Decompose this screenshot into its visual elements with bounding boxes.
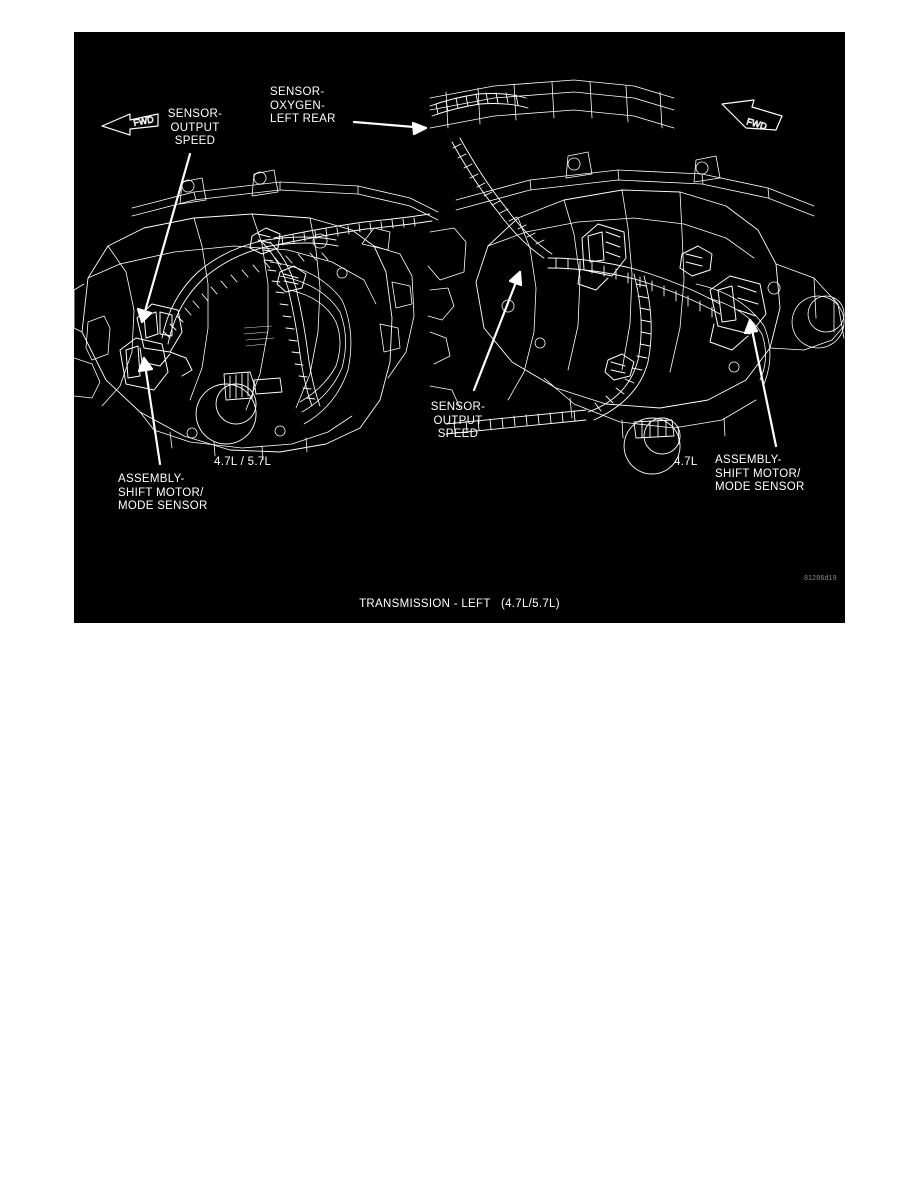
fwd-arrow-left-shape — [101, 113, 159, 136]
transmission-diagram-panel: FWD FWD SENSOR- OUTPUT SPEED SENSOR- OXY… — [74, 32, 845, 623]
fwd-arrow-left-text: FWD — [132, 114, 155, 129]
transmission-line-art: FWD FWD — [74, 79, 845, 475]
label-engine-displacement-right: 4.7L — [674, 456, 698, 468]
label-assembly-shift-motor-mode-sensor-left: ASSEMBLY- SHIFT MOTOR/ MODE SENSOR — [118, 473, 208, 512]
label-engine-displacement-left: 4.7L / 5.7L — [214, 456, 272, 468]
label-sensor-oxygen-left-rear: SENSOR- OXYGEN- LEFT REAR — [270, 86, 336, 125]
label-sensor-output-speed-right: SENSOR- OUTPUT SPEED — [430, 401, 486, 440]
label-sensor-output-speed-left: SENSOR- OUTPUT SPEED — [167, 108, 223, 147]
left-view-drawing — [74, 169, 439, 461]
figure-caption: TRANSMISSION - LEFT (4.7L/5.7L) — [359, 598, 560, 610]
svg-text:FWD: FWD — [132, 114, 155, 128]
label-assembly-shift-motor-mode-sensor-right: ASSEMBLY- SHIFT MOTOR/ MODE SENSOR — [715, 454, 805, 493]
fwd-arrow-right-shape — [721, 99, 783, 131]
fwd-arrow-right-text: FWD — [745, 116, 769, 132]
right-view-drawing — [427, 79, 845, 475]
svg-text:FWD: FWD — [745, 116, 768, 131]
figure-id-watermark: 81286d19 — [804, 575, 837, 582]
